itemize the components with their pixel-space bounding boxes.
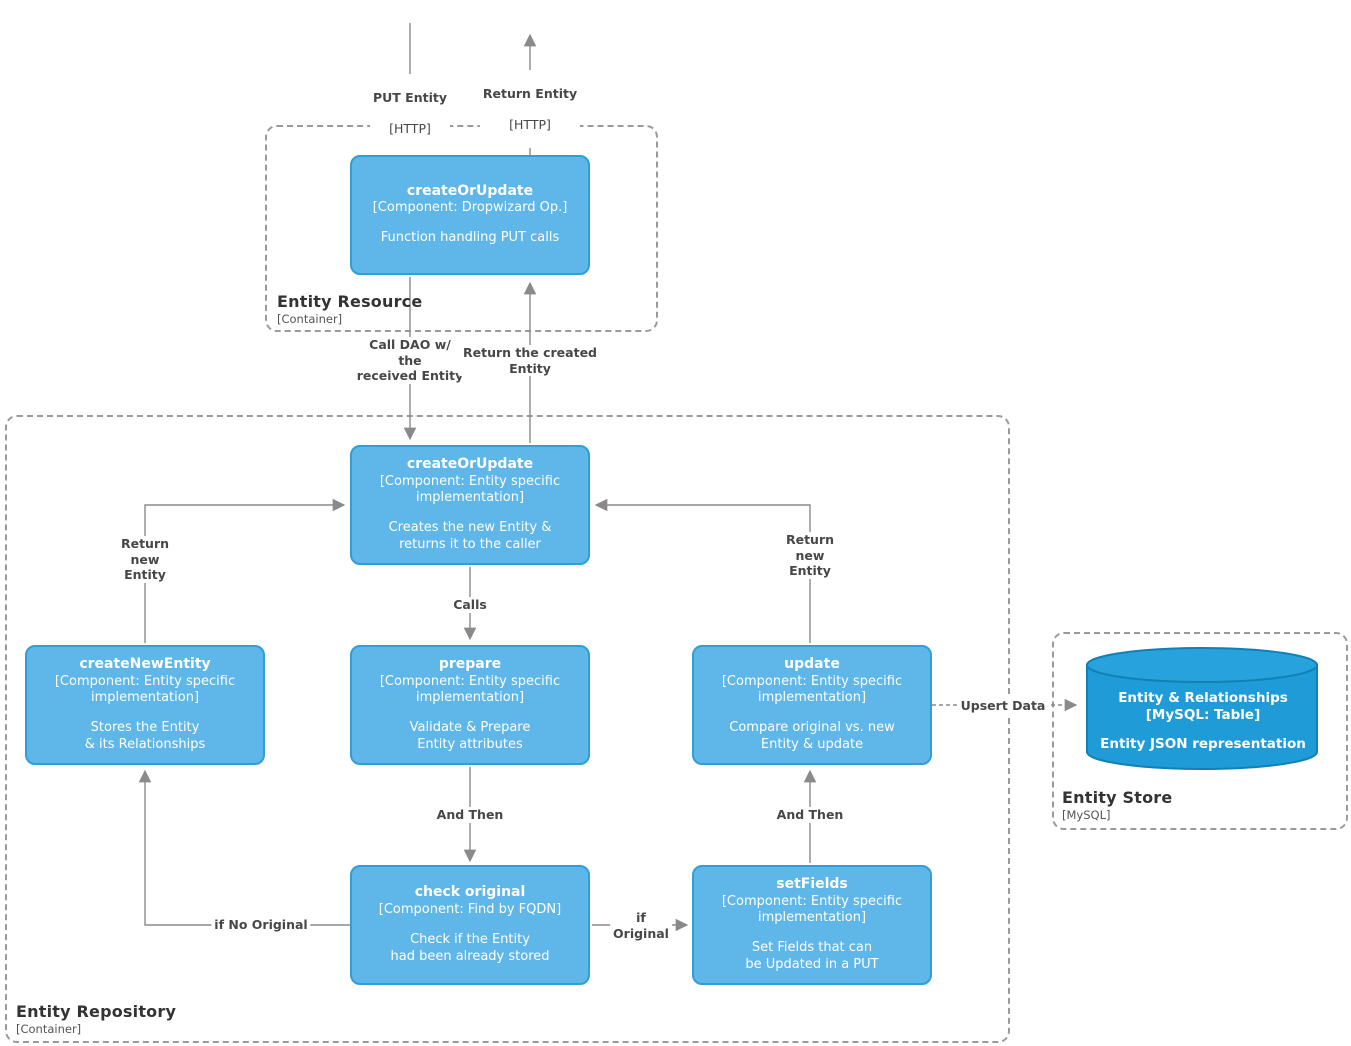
component-check-original: check original [Component: Find by FQDN]…	[350, 865, 590, 985]
component-title: createOrUpdate	[406, 182, 534, 199]
database-title: Entity & Relationships	[1118, 690, 1288, 706]
edge-label-return-new-right: Return new Entity	[782, 532, 838, 579]
component-title: createOrUpdate	[406, 456, 534, 473]
flow-name: PUT Entity	[372, 89, 448, 105]
edge-label-calls: Calls	[450, 597, 490, 613]
label-entity-repository: Entity Repository [Container]	[16, 1002, 176, 1036]
container-name: Entity Repository	[16, 1002, 177, 1021]
component-subtitle: [Component: Dropwizard Op.]	[372, 200, 568, 216]
flow-name: Return Entity	[482, 85, 578, 101]
arrow-return-new-left	[144, 498, 346, 643]
arrow-return-new-right	[594, 498, 811, 643]
container-type: [Container]	[277, 312, 343, 326]
flow-protocol: [HTTP]	[509, 116, 551, 132]
arrow-if-no-original	[138, 769, 352, 926]
component-set-fields: setFields [Component: Entity specific im…	[692, 865, 932, 985]
component-description: Stores the Entity & its Relationships	[84, 720, 206, 752]
container-entity-store	[1052, 632, 1348, 830]
component-title: setFields	[776, 876, 848, 893]
component-description: Check if the Entity had been already sto…	[390, 931, 550, 964]
container-type: [MySQL]	[1062, 808, 1111, 822]
component-description: Set Fields that can be Updated in a PUT	[745, 940, 879, 972]
container-entity-repository	[5, 415, 1010, 1043]
label-entity-store: Entity Store [MySQL]	[1062, 788, 1172, 822]
component-create-or-update-resource: createOrUpdate [Component: Dropwizard Op…	[350, 155, 590, 275]
edge-label-return-created: Return the created Entity	[460, 345, 600, 377]
component-subtitle: [Component: Entity specific implementati…	[54, 673, 236, 705]
database-cylinder-icon	[1086, 647, 1318, 770]
component-subtitle: [Component: Entity specific implementati…	[721, 673, 903, 705]
edge-label-and-then-prepare: And Then	[433, 807, 507, 823]
component-description: Validate & Prepare Entity attributes	[409, 720, 531, 752]
database-subtitle: [MySQL: Table]	[1145, 706, 1261, 723]
edge-label-if-original: if Original	[610, 910, 672, 942]
database-description: Entity JSON representation	[1100, 735, 1306, 752]
component-description: Function handling PUT calls	[380, 230, 560, 246]
label-entity-resource: Entity Resource [Container]	[277, 292, 422, 326]
component-subtitle: [Component: Entity specific implementati…	[379, 673, 561, 705]
database-entity-relationships: Entity & Relationships [MySQL: Table] En…	[1085, 690, 1321, 753]
component-prepare: prepare [Component: Entity specific impl…	[350, 645, 590, 765]
edge-label-return-entity: Return Entity [HTTP]	[479, 70, 581, 149]
container-entity-resource	[265, 125, 658, 332]
component-title: check original	[414, 884, 526, 901]
flow-protocol: [HTTP]	[389, 120, 431, 136]
container-type: [Container]	[16, 1022, 82, 1036]
edge-label-call-dao: Call DAO w/ the received Entity	[353, 337, 467, 384]
edge-label-put-entity: PUT Entity [HTTP]	[369, 74, 451, 153]
component-update: update [Component: Entity specific imple…	[692, 645, 932, 765]
component-title: createNewEntity	[79, 656, 211, 673]
component-subtitle: [Component: Find by FQDN]	[378, 901, 562, 917]
container-name: Entity Resource	[277, 292, 423, 311]
container-name: Entity Store	[1062, 788, 1173, 807]
edge-label-return-new-left: Return new Entity	[117, 536, 173, 583]
component-create-or-update-repository: createOrUpdate [Component: Entity specif…	[350, 445, 590, 565]
component-description: Compare original vs. new Entity & update	[729, 720, 895, 752]
edge-label-and-then-setfields: And Then	[773, 807, 847, 823]
edge-label-if-no-original: if No Original	[211, 917, 311, 933]
component-subtitle: [Component: Entity specific implementati…	[721, 893, 903, 925]
component-create-new-entity: createNewEntity [Component: Entity speci…	[25, 645, 265, 765]
edge-label-upsert-data: Upsert Data	[957, 698, 1049, 714]
component-title: update	[784, 656, 840, 673]
component-subtitle: [Component: Entity specific implementati…	[379, 473, 561, 505]
component-description: Creates the new Entity & returns it to t…	[388, 520, 552, 552]
component-title: prepare	[438, 656, 502, 673]
